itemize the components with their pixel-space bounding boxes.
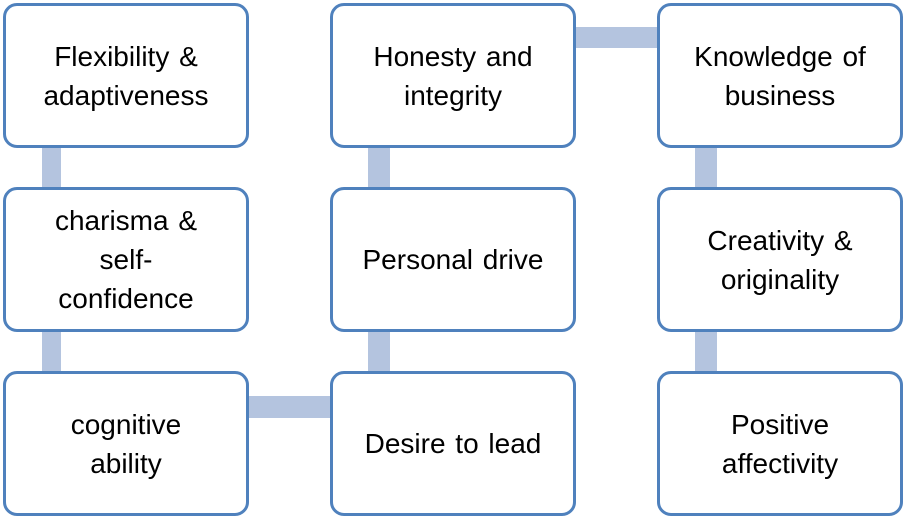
- node-label: Desire to lead: [364, 428, 542, 459]
- connector-col1-bottom: [42, 331, 61, 373]
- node-personal-drive: Personal drive: [330, 187, 576, 332]
- node-label: Creativity & originality: [707, 224, 853, 295]
- node-label: Knowledge of business: [694, 40, 866, 111]
- node-cognitive-ability: cognitive ability: [3, 371, 249, 516]
- node-positive-affectivity: Positive affectivity: [657, 371, 903, 516]
- connector-col3-bottom: [695, 331, 717, 373]
- node-label: cognitive ability: [70, 408, 182, 479]
- node-desire-to-lead: Desire to lead: [330, 371, 576, 516]
- node-flexibility: Flexibility & adaptiveness: [3, 3, 249, 148]
- connector-col1-top: [42, 147, 61, 189]
- node-honesty: Honesty and integrity: [330, 3, 576, 148]
- node-charisma: charisma & self- confidence: [3, 187, 249, 332]
- connector-row3-left-mid: [247, 396, 333, 418]
- node-label: Honesty and integrity: [373, 40, 533, 111]
- node-creativity: Creativity & originality: [657, 187, 903, 332]
- connector-col2-top: [368, 147, 390, 189]
- node-knowledge: Knowledge of business: [657, 3, 903, 148]
- connector-col2-bottom: [368, 331, 390, 373]
- connector-col3-top: [695, 147, 717, 189]
- node-label: Positive affectivity: [721, 408, 839, 479]
- node-label: Flexibility & adaptiveness: [43, 40, 209, 111]
- node-label: Personal drive: [362, 244, 544, 275]
- node-label: charisma & self- confidence: [54, 205, 198, 314]
- connector-row1-mid-right: [574, 27, 660, 48]
